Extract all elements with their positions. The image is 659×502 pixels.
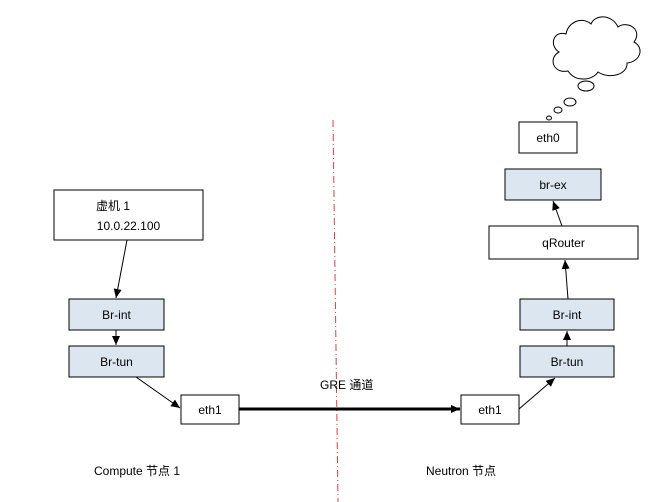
- compute-eth1-label: eth1: [198, 403, 222, 417]
- compute-vm-ip: 10.0.22.100: [97, 219, 161, 233]
- neutron-qrouter-label: qRouter: [542, 236, 585, 250]
- neutron-eth1-label: eth1: [478, 403, 502, 417]
- gre-tunnel-label: GRE 通道: [320, 378, 373, 392]
- arrow-vm-to-br-int: [113, 239, 128, 299]
- compute-vm-box: 虚机 1 10.0.22.100: [53, 189, 204, 241]
- cloud-icon: [546, 16, 641, 121]
- neutron-br-ex-box: br-ex: [504, 168, 602, 201]
- neutron-qrouter-box: qRouter: [488, 225, 639, 260]
- arrow-eth1-to-br-tun: [518, 377, 556, 410]
- compute-br-int-box: Br-int: [68, 298, 165, 331]
- neutron-eth1-box: eth1: [460, 394, 520, 425]
- arrow-br-int-to-qrouter: [561, 259, 570, 300]
- neutron-br-ex-label: br-ex: [539, 178, 566, 192]
- neutron-eth0-box: eth0: [518, 121, 578, 154]
- neutron-br-tun-label: Br-tun: [551, 355, 584, 369]
- neutron-br-int-label: Br-int: [553, 308, 582, 322]
- node-divider: [332, 119, 339, 502]
- arrow-qrouter-to-br-ex: [552, 200, 563, 227]
- compute-br-int-label: Br-int: [102, 308, 131, 322]
- neutron-br-tun-box: Br-tun: [519, 345, 615, 378]
- compute-caption: Compute 节点 1: [94, 464, 180, 478]
- compute-br-tun-label: Br-tun: [100, 355, 133, 369]
- compute-eth1-box: eth1: [180, 394, 240, 425]
- neutron-br-int-box: Br-int: [519, 298, 615, 331]
- neutron-caption: Neutron 节点: [426, 464, 496, 478]
- arrow-br-tun-to-eth1: [135, 376, 181, 409]
- compute-vm-name: 虚机 1: [96, 199, 130, 213]
- neutron-eth0-label: eth0: [536, 131, 560, 145]
- compute-br-tun-box: Br-tun: [68, 345, 165, 378]
